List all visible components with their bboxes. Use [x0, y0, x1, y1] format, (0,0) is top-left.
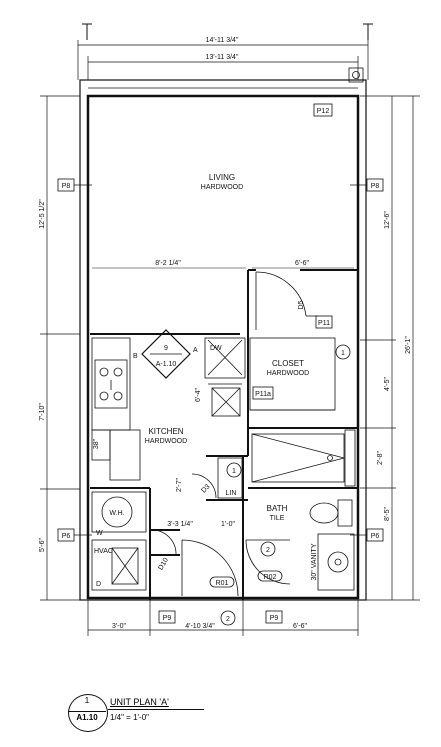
tag-p9-left: P9 — [163, 615, 172, 622]
dim-bottom-left: 3'-0" — [112, 623, 126, 630]
tag-p11a: P11a — [255, 391, 271, 398]
p9-left-box — [158, 610, 176, 624]
section-marker — [141, 329, 191, 379]
bath-door[interactable] — [245, 539, 291, 585]
dim-right-shower: 2'-8" — [377, 451, 384, 465]
tag-p11: P11 — [318, 320, 330, 327]
grid-marker-right — [363, 23, 373, 40]
dim-left-upper: 12'-5 1/2" — [39, 199, 46, 229]
door-circle-lin — [226, 462, 242, 478]
tag-r01: R01 — [216, 580, 229, 587]
title-block-bubble — [68, 694, 108, 732]
section-b: B — [133, 353, 138, 360]
wh-label: W.H. — [109, 510, 124, 517]
bath-finish: TILE — [270, 515, 285, 522]
dim-inner-width: 13'-11 3/4" — [206, 54, 239, 61]
toilet — [309, 499, 353, 527]
title-block-sheet: A1.10 — [76, 713, 98, 722]
title-block-scale: 1/4" = 1'-0" — [110, 713, 150, 722]
door-tag-d5: D5 — [298, 300, 305, 309]
section-a: A — [193, 347, 198, 354]
section-number: 9 — [164, 345, 168, 352]
title-block-rule — [108, 709, 204, 710]
tag-p6-left: P6 — [62, 533, 71, 540]
right-dimensions — [360, 95, 420, 601]
dim-living-right: 6'-6" — [295, 260, 309, 267]
dishwasher-label: DW — [210, 345, 222, 352]
title-block-divider — [68, 711, 106, 712]
hvac-unit — [91, 539, 147, 591]
door-num-bath: 2 — [266, 547, 270, 554]
door-num-entry: 2 — [226, 616, 230, 623]
title-block-title: UNIT PLAN 'A' — [110, 697, 169, 707]
door-circle-closet — [335, 344, 351, 360]
tag-p8-left: P8 — [62, 183, 71, 190]
stove — [94, 359, 128, 409]
d-label: D — [96, 581, 101, 588]
living-room-name: LIVING — [209, 173, 235, 182]
vanity-label: 30" VANITY — [311, 543, 318, 580]
dim-left-lower: 5'-6" — [39, 538, 46, 552]
top-dimensions — [77, 40, 369, 80]
tag-r02: R02 — [264, 574, 277, 581]
p11a-box — [252, 386, 274, 400]
title-block-number: 1 — [84, 696, 90, 705]
r01-box — [209, 576, 235, 588]
dim-kitchen-depth: 6'-4" — [195, 388, 202, 402]
dim-left-middle: 7'-10" — [39, 403, 46, 421]
closet — [208, 337, 336, 417]
door-tag-d10: D10 — [157, 557, 170, 572]
dim-hall-b: 1'-0" — [221, 521, 235, 528]
dim-hall-a: 3'-3 1/4" — [167, 521, 193, 528]
living-room-finish: HARDWOOD — [201, 184, 243, 191]
closet-name: CLOSET — [272, 359, 304, 368]
p11-box — [315, 315, 333, 329]
grid-marker-left — [82, 23, 92, 40]
dim-living-left: 8'-2 1/4" — [155, 260, 181, 267]
left-dimensions — [40, 95, 80, 601]
kitchen-counter — [91, 337, 246, 481]
kitchen-finish: HARDWOOD — [145, 438, 187, 445]
dim-bottom-right: 6'-6" — [293, 623, 307, 630]
counter-tag: 38" — [93, 438, 100, 449]
p9-right-box — [265, 610, 283, 624]
dim-right-closet: 4'-5" — [384, 377, 391, 391]
water-heater — [91, 491, 147, 533]
w-label: W — [96, 530, 103, 537]
closet-door[interactable] — [255, 271, 318, 330]
exterior-walls — [79, 67, 367, 601]
tag-p6-right: P6 — [371, 533, 380, 540]
dim-right-bath: 8'-5" — [384, 507, 391, 521]
lin-label: LIN — [226, 490, 237, 497]
door-num-closet: 1 — [341, 350, 345, 357]
tag-p12: P12 — [317, 108, 330, 115]
tag-p8-right: P8 — [371, 183, 380, 190]
shower — [251, 429, 356, 487]
bath-name: BATH — [267, 504, 288, 513]
vanity — [317, 533, 355, 591]
p12-box — [313, 103, 333, 117]
title-block: 1 A1.10 UNIT PLAN 'A' 1/4" = 1'-0" — [68, 694, 208, 734]
r02-box — [257, 570, 283, 582]
mech-door[interactable] — [151, 529, 177, 556]
kitchen-name: KITCHEN — [148, 427, 183, 436]
entry-door[interactable] — [181, 539, 239, 597]
closet-finish: HARDWOOD — [267, 370, 309, 377]
dim-lin-depth: 2'-7" — [176, 478, 183, 492]
door-circle-bath — [260, 541, 276, 557]
section-sheet: A-1.10 — [156, 361, 177, 368]
door-tag-d3: D3 — [200, 483, 211, 494]
door-num-lin: 1 — [232, 468, 236, 475]
dim-right-upper: 12'-6" — [384, 211, 391, 229]
tag-p9-right: P9 — [270, 615, 279, 622]
linen-closet — [191, 457, 243, 499]
dim-right-overall: 26'-1" — [405, 336, 412, 354]
dim-bottom-middle: 4'-10 3/4" — [185, 623, 215, 630]
dim-overall-width: 14'-11 3/4" — [206, 37, 239, 44]
bottom-dimensions — [87, 600, 359, 636]
interior-walls — [90, 269, 358, 600]
door-circle-entry — [220, 610, 236, 626]
hvac-label: HVAC — [94, 548, 113, 555]
